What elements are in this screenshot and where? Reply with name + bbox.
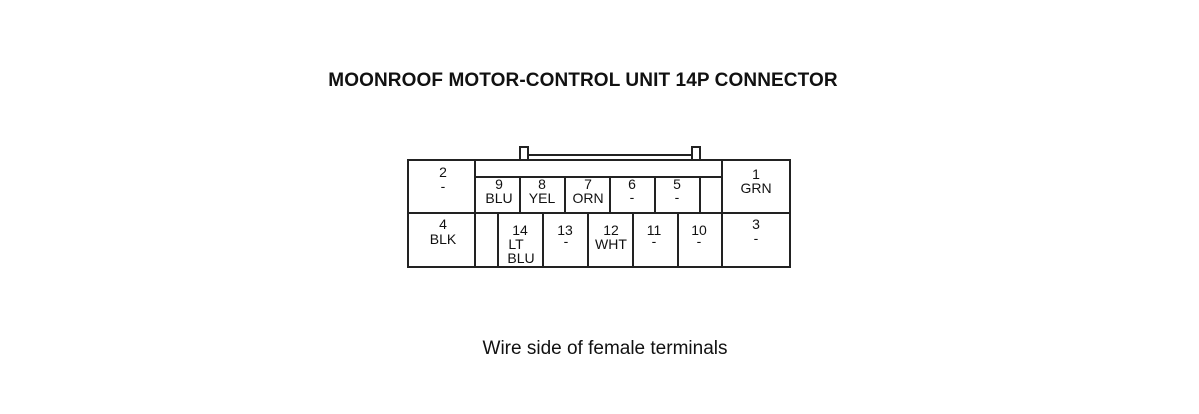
terminal-number: 8 bbox=[538, 176, 546, 192]
terminal-number: 2 bbox=[439, 164, 447, 180]
terminal-number: 4 bbox=[439, 216, 447, 232]
terminal-number: 1 bbox=[752, 166, 760, 182]
wire-color: - bbox=[441, 178, 446, 194]
wire-color: GRN bbox=[740, 180, 771, 196]
wire-color: YEL bbox=[529, 190, 556, 206]
wire-color: - bbox=[697, 233, 702, 249]
terminal-5: 5 - bbox=[673, 176, 681, 205]
terminal-10: 10 - bbox=[691, 222, 707, 249]
wire-color: - bbox=[675, 189, 680, 205]
wire-color: - bbox=[754, 230, 759, 246]
terminal-6: 6 - bbox=[628, 176, 636, 205]
terminal-13: 13 - bbox=[557, 222, 573, 249]
wire-color: - bbox=[564, 233, 569, 249]
terminal-number: 9 bbox=[495, 176, 503, 192]
wire-color-line-1: LT bbox=[508, 236, 524, 252]
terminal-number: 14 bbox=[512, 222, 528, 238]
terminal-7: 7 ORN bbox=[572, 176, 603, 206]
terminal-1: 1 GRN bbox=[740, 166, 771, 196]
wire-color-line-2: BLU bbox=[507, 250, 534, 266]
terminal-9: 9 BLU bbox=[485, 176, 512, 206]
wire-color: - bbox=[630, 189, 635, 205]
wire-color: ORN bbox=[572, 190, 603, 206]
terminal-number: 13 bbox=[557, 222, 573, 238]
terminal-4: 4 BLK bbox=[430, 216, 457, 247]
connector-outline bbox=[407, 146, 791, 268]
terminal-2: 2 - bbox=[439, 164, 447, 194]
terminal-labels: 2 - 4 BLK 1 GRN 3 - 9 BLU 8 YEL 7 ORN bbox=[430, 164, 772, 266]
connector-housing bbox=[407, 159, 791, 268]
terminal-11: 11 - bbox=[647, 222, 662, 249]
wire-color: BLU bbox=[485, 190, 512, 206]
terminal-number: 5 bbox=[673, 176, 681, 192]
terminal-12: 12 WHT bbox=[595, 222, 627, 252]
terminal-14: 14 LT BLU bbox=[507, 222, 534, 266]
terminal-number: 12 bbox=[603, 222, 619, 238]
terminal-number: 3 bbox=[752, 216, 760, 232]
diagram-caption: Wire side of female terminals bbox=[482, 338, 728, 359]
terminal-number: 7 bbox=[584, 176, 592, 192]
terminal-3: 3 - bbox=[752, 216, 760, 246]
wire-color: WHT bbox=[595, 236, 627, 252]
page-title: MOONROOF MOTOR-CONTROL UNIT 14P CONNECTO… bbox=[328, 70, 838, 91]
terminal-8: 8 YEL bbox=[529, 176, 556, 206]
terminal-number: 11 bbox=[647, 222, 662, 238]
locking-tab bbox=[519, 146, 701, 160]
wire-color: - bbox=[652, 233, 657, 249]
wire-color: BLK bbox=[430, 231, 457, 247]
terminal-number: 10 bbox=[691, 222, 707, 238]
terminal-number: 6 bbox=[628, 176, 636, 192]
